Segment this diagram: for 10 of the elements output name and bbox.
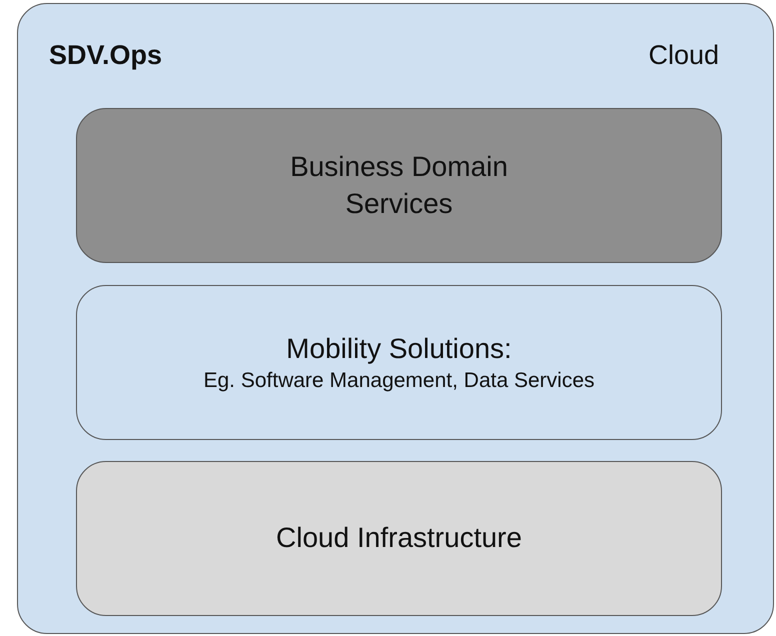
layer-description: Eg. Software Management, Data Services bbox=[203, 368, 595, 394]
layer-label: Mobility Solutions: bbox=[286, 332, 512, 366]
cloud-panel bbox=[17, 3, 774, 634]
layer-panel bbox=[76, 108, 722, 263]
layer-panel bbox=[76, 461, 722, 616]
layer-panel bbox=[76, 285, 722, 440]
layer-label: Cloud Infrastructure bbox=[276, 521, 522, 556]
title-text: SDV.Ops bbox=[49, 40, 162, 71]
layer-label: Business Domain Services bbox=[289, 150, 509, 220]
heading-text: Cloud bbox=[648, 40, 719, 71]
